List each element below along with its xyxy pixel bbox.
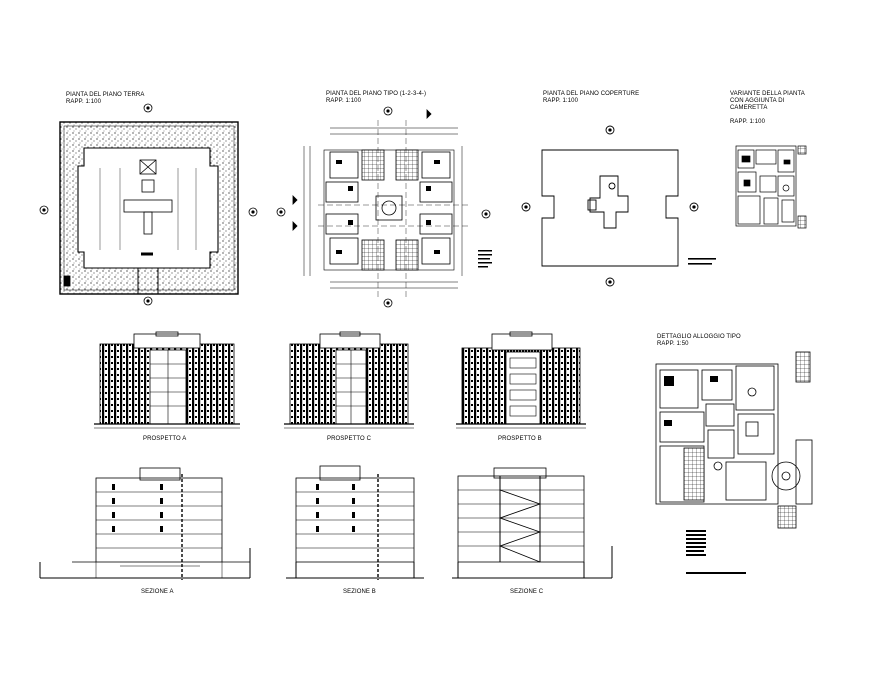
typical-plan-scale: RAPP. 1:100	[326, 98, 362, 104]
section-b-label: SEZIONE B	[343, 589, 376, 595]
section-c	[452, 467, 613, 579]
detail-plan-scale: RAPP. 1:50	[657, 341, 689, 347]
elevation-b-label: PROSPETTO B	[498, 436, 542, 442]
elevation-a	[94, 331, 240, 429]
variant-plan-title-3: CAMERETTA	[730, 105, 768, 111]
detail-plan-title: DETTAGLIO ALLOGGIO TIPO	[657, 334, 741, 340]
variant-plan-title-2: CON AGGIUNTA DI	[730, 98, 785, 104]
variant-plan-scale: RAPP. 1:100	[730, 119, 766, 125]
elevation-c	[284, 331, 414, 429]
elevation-a-label: PROSPETTO A	[143, 436, 187, 442]
roof-plan-title: PIANTA DEL PIANO COPERTURE	[543, 91, 640, 97]
variant-plan	[735, 145, 807, 229]
ground-plan-scale: RAPP. 1:100	[66, 99, 102, 105]
section-c-label: SEZIONE C	[510, 589, 544, 595]
ground-plan-title: PIANTA DEL PIANO TERRA	[66, 92, 145, 98]
detail-plan	[655, 351, 813, 574]
section-b	[286, 465, 424, 580]
elevation-b	[456, 331, 586, 429]
section-a-label: SEZIONE A	[141, 589, 174, 595]
elevation-c-label: PROSPETTO C	[327, 436, 371, 442]
typical-floor-plan	[276, 106, 492, 308]
section-a	[39, 467, 251, 580]
typical-plan-title: PIANTA DEL PIANO TIPO (1-2-3-4-)	[326, 91, 427, 97]
roof-plan-scale: RAPP. 1:100	[543, 98, 579, 104]
roof-plan	[521, 125, 716, 287]
ground-floor-plan	[39, 103, 258, 306]
variant-plan-title-1: VARIANTE DELLA PIANTA	[730, 91, 805, 97]
